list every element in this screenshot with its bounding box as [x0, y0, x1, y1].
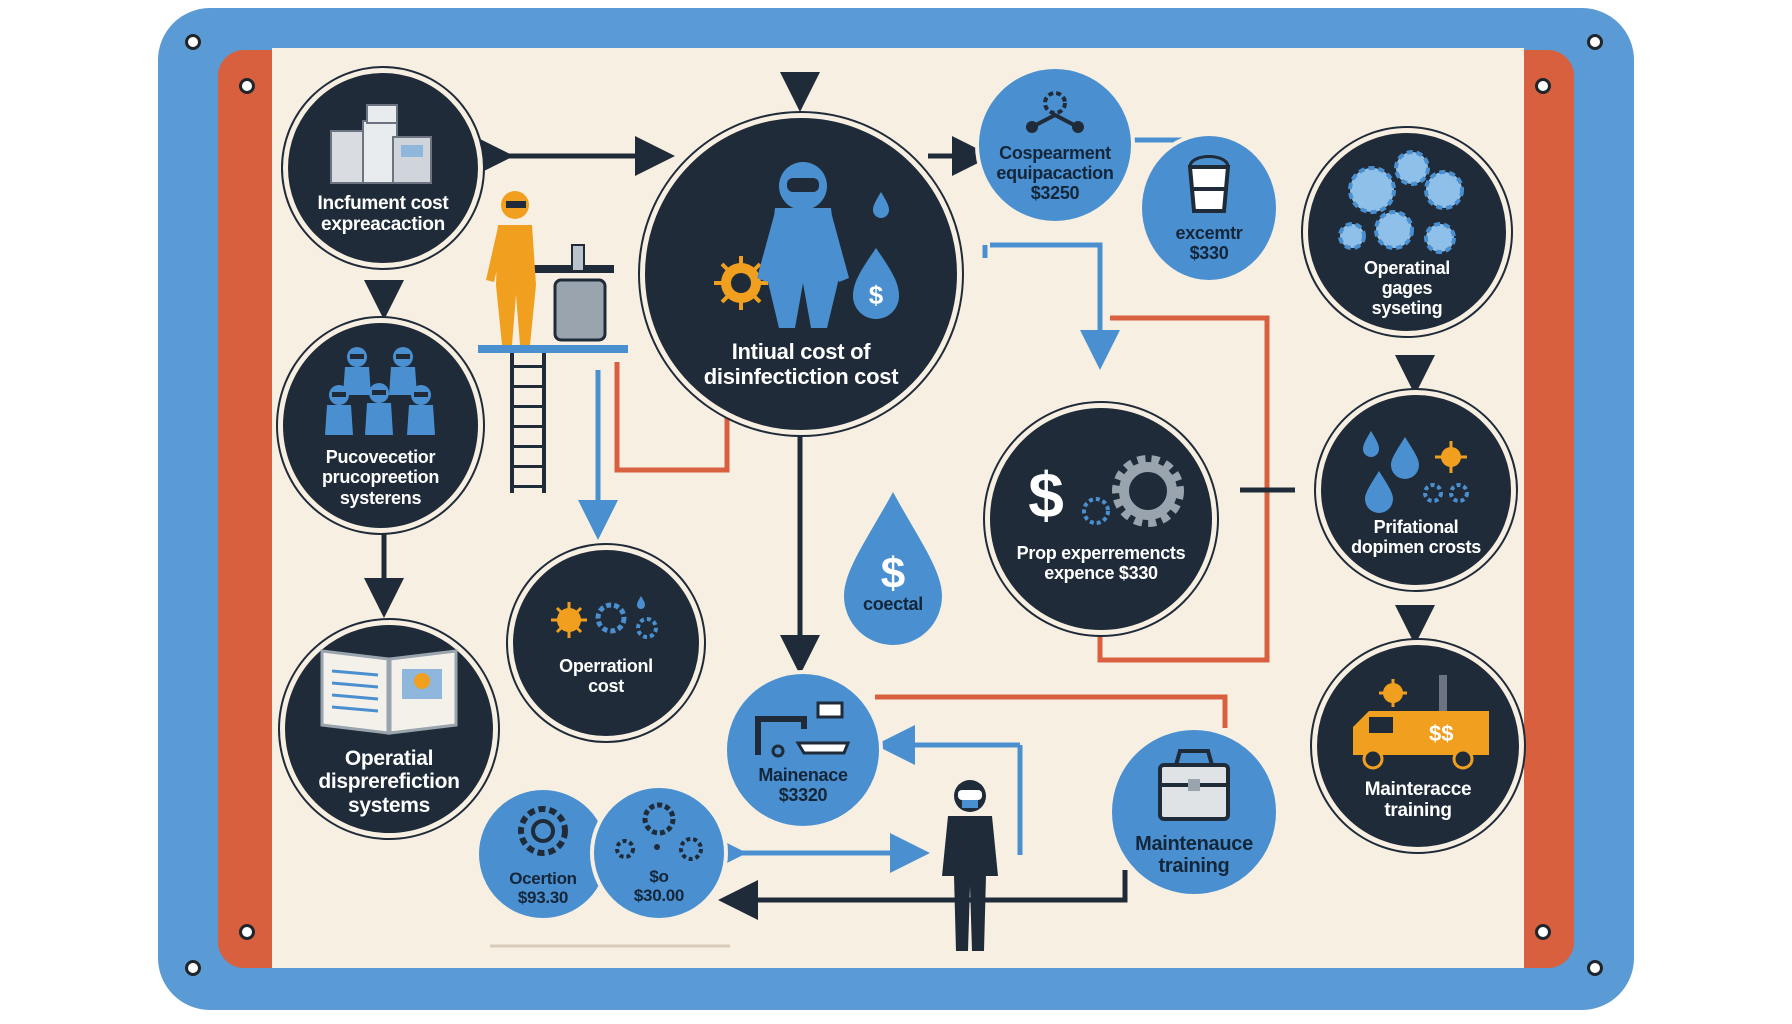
node-initial-cost: $ Intiual cost of disinfectiction cost: [640, 113, 962, 435]
node-price: $93.30: [517, 888, 569, 907]
node-label-line: $o: [649, 866, 669, 886]
drop-dollar-icon: $: [844, 492, 942, 645]
svg-text:$: $: [881, 549, 905, 598]
molecule-icon: [1026, 90, 1084, 133]
node-label-line: Cospearment: [999, 142, 1111, 163]
node-label-line: Prop experremencts: [1016, 542, 1186, 563]
node-maintenance-training-dark: $$ Mainteracce training: [1312, 640, 1524, 852]
bucket-icon: [1187, 154, 1231, 213]
node-maintenance-training-blue: Maintenauce training: [1108, 726, 1280, 898]
node-label-line: Intiual cost of: [731, 339, 871, 365]
node-label-line: gages: [1381, 277, 1433, 298]
node-label-line: prucopreetion: [321, 467, 440, 488]
person-icon: [942, 780, 998, 951]
node-label-line: syseting: [1371, 298, 1443, 319]
node-label-line: Pucovecetior: [325, 447, 436, 468]
worker-scaffold-icon: [478, 191, 628, 493]
node-label-line: training: [1158, 855, 1230, 877]
rivet: [1535, 924, 1551, 940]
truck-icon: $$: [1353, 674, 1489, 770]
node-label-line: disprerefiction: [318, 770, 460, 794]
node-label-line: cost: [588, 676, 624, 696]
boxes-icon: [330, 103, 432, 184]
arrow-connector: [1097, 315, 1270, 663]
node-operational-cost: Operrationl cost: [508, 545, 704, 741]
node-maintenance: Mainenace $3320: [723, 670, 883, 830]
node-label-line: disinfectiction cost: [703, 364, 899, 389]
rivet: [239, 78, 255, 94]
faucet-icon: [755, 701, 851, 758]
node-price: $3320: [778, 785, 828, 805]
rivet: [239, 924, 255, 940]
gears-icon: [1338, 149, 1464, 254]
node-label-line: Maintenauce: [1135, 832, 1253, 855]
node-label-line: training: [1384, 800, 1452, 821]
svg-text:$: $: [869, 280, 884, 310]
case-icon: [1158, 748, 1230, 821]
rivet: [185, 34, 201, 50]
node-prop-experiments: $ Prop experremencts expence $330: [985, 403, 1217, 635]
node-label-line: Operrationl: [559, 655, 653, 676]
node-price: $3250: [1030, 183, 1080, 204]
node-label-line: Incfument cost: [317, 192, 449, 214]
rivet: [1587, 960, 1603, 976]
node-operational-gages: Operatinal gages syseting: [1303, 128, 1511, 336]
node-cosperment-equipment: Cospearment equipacaction $3250: [975, 65, 1135, 225]
arrow-connector: [718, 870, 1128, 920]
node-label-line: systems: [348, 793, 430, 817]
rivet: [185, 960, 201, 976]
node-label-line: excemtr: [1175, 222, 1243, 243]
node-label-line: Operatial: [344, 746, 434, 770]
virus-icon: [551, 595, 658, 639]
node-instrument-cost: Incfument cost expreacaction: [283, 68, 483, 268]
book-icon: [320, 649, 458, 735]
hazmat-suit-icon: $: [714, 162, 899, 329]
arrow-connector: [614, 362, 730, 473]
arrow-connector: [875, 694, 1228, 728]
node-price: $330: [1189, 243, 1229, 263]
node-price: $30.00: [633, 886, 685, 905]
workers-icon: [324, 347, 435, 436]
node-label-line: equipacaction: [996, 162, 1114, 183]
node-operatial-systems: Operatial disprerefiction systems: [280, 620, 498, 838]
node-so: $o $30.00: [590, 784, 728, 922]
chip-icon: [518, 805, 568, 856]
node-prifational-costs: Prifational dopimen crosts: [1316, 390, 1516, 590]
drop-label: coectal: [863, 594, 923, 614]
virus-icon: [615, 802, 703, 861]
node-label-line: Ocertion: [509, 868, 577, 888]
node-label-line: systerens: [339, 487, 422, 508]
node-procovector-systems: Pucovecetior prucopreetion systerens: [278, 318, 483, 533]
node-label-line: dopimen crosts: [1351, 537, 1481, 557]
svg-text:$: $: [1028, 459, 1064, 531]
truck-sign: $$: [1429, 721, 1453, 746]
node-label-line: Operatinal: [1363, 257, 1451, 278]
node-label-line: Mainenace: [758, 764, 848, 785]
node-label-line: Prifational: [1373, 516, 1459, 537]
node-label-line: expreacaction: [321, 214, 445, 235]
arrow-connector: [990, 242, 1120, 370]
rivet: [1587, 34, 1603, 50]
node-label-line: expence $330: [1044, 563, 1158, 583]
node-excemtr: excemtr $330: [1138, 132, 1280, 284]
node-label-line: Mainteracce: [1364, 778, 1472, 800]
rivet: [1535, 78, 1551, 94]
droplets-icon: [1363, 430, 1469, 513]
dollar-gear-icon: $: [1028, 454, 1184, 531]
